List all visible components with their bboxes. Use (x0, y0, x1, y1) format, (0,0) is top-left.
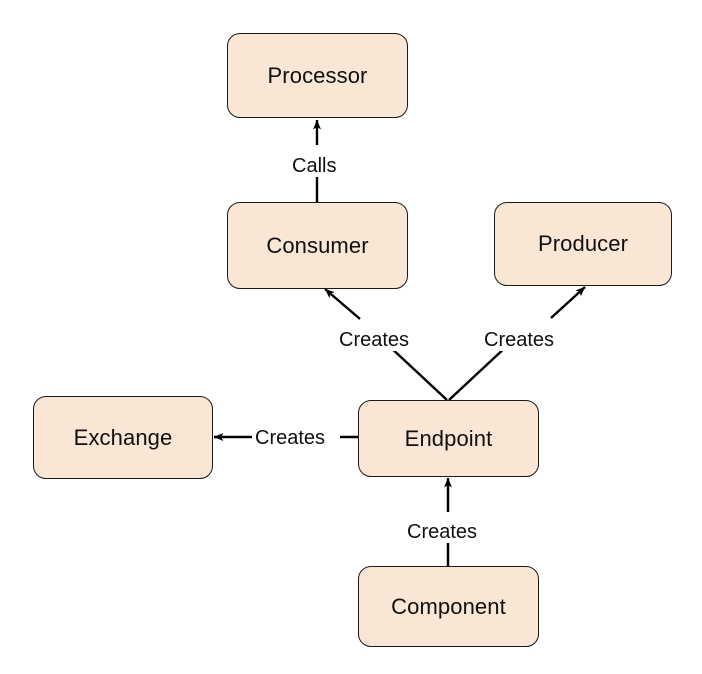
node-exchange[interactable]: Exchange (33, 396, 213, 479)
edge-label-creates-producer: Creates (481, 329, 558, 351)
node-consumer-label: Consumer (266, 232, 369, 258)
edge-label-creates-exchange: Creates (252, 427, 329, 449)
node-endpoint-label: Endpoint (404, 425, 493, 451)
node-component[interactable]: Component (358, 566, 539, 647)
edge-endpoint-creates-producer-lower (448, 344, 509, 401)
node-processor-label: Processor (267, 62, 368, 88)
edge-label-creates-endpoint: Creates (404, 521, 481, 543)
node-component-label: Component (391, 593, 506, 619)
node-processor[interactable]: Processor (227, 33, 408, 118)
node-producer[interactable]: Producer (494, 202, 672, 286)
node-endpoint[interactable]: Endpoint (358, 400, 539, 477)
edge-endpoint-creates-consumer-upper (324, 288, 361, 320)
edge-endpoint-creates-producer-upper (550, 286, 586, 319)
node-exchange-label: Exchange (73, 424, 173, 450)
edge-label-calls: Calls (289, 155, 340, 177)
edge-label-creates-consumer: Creates (336, 329, 413, 351)
edge-endpoint-creates-consumer-lower (387, 344, 448, 401)
node-consumer[interactable]: Consumer (227, 202, 408, 289)
node-producer-label: Producer (537, 231, 629, 256)
